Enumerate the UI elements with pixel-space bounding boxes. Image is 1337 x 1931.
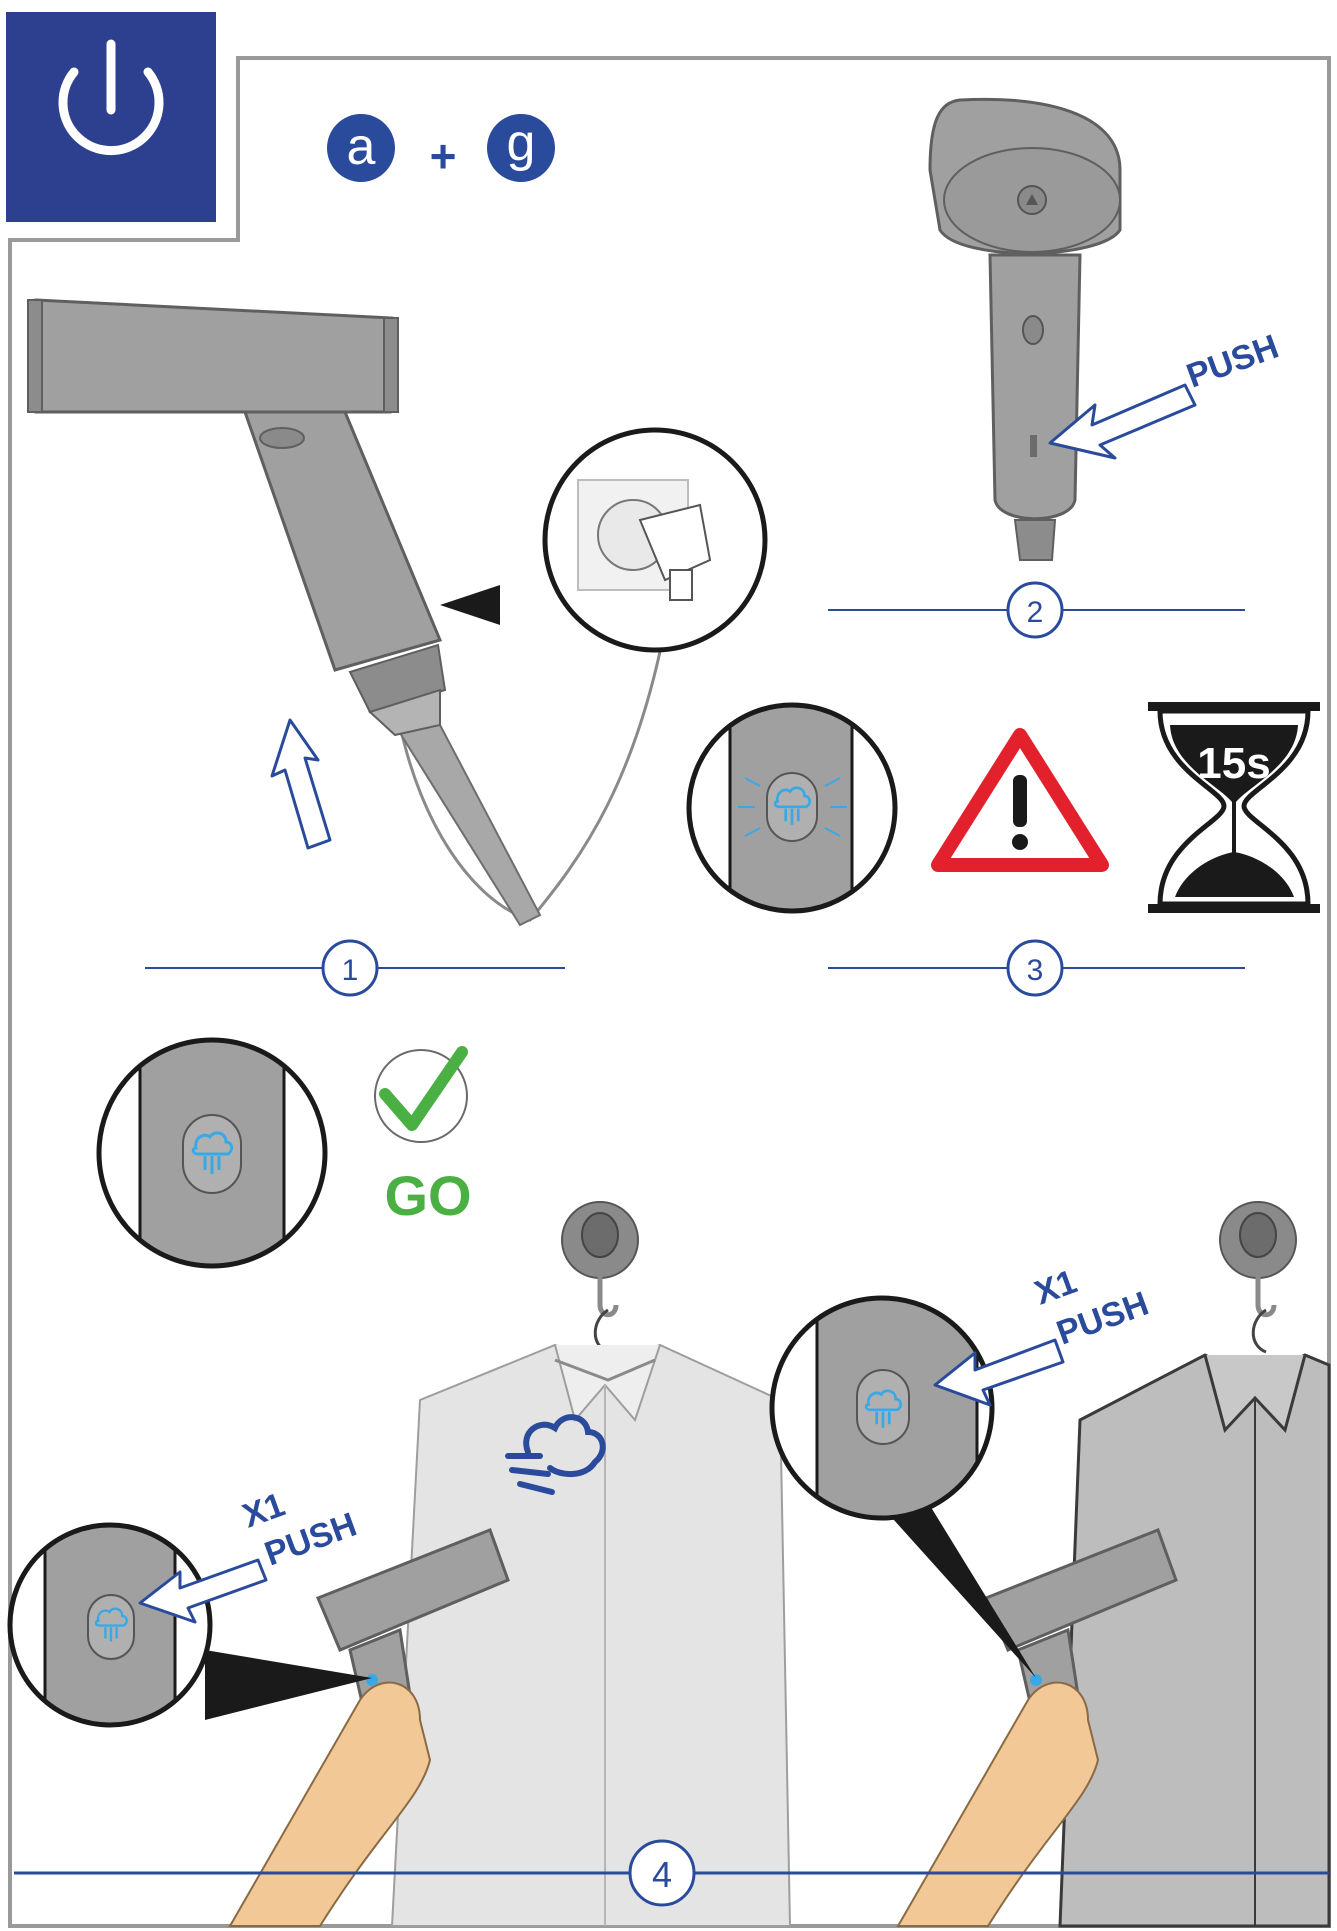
go-label: GO (384, 1164, 471, 1227)
step4-number: 4 (652, 1854, 672, 1895)
wall-socket-plug-icon (440, 430, 765, 650)
accessory-g-label: g (507, 114, 536, 172)
shirt-right (1060, 1355, 1329, 1926)
hourglass-icon (1148, 702, 1320, 913)
step2-push-label: PUSH (1182, 327, 1284, 395)
push-callout-right (772, 1290, 1036, 1678)
warning-triangle-icon (938, 735, 1102, 865)
arrow-up-icon (272, 720, 330, 848)
plus-sign: + (430, 130, 457, 182)
accessory-a-label: a (347, 118, 376, 176)
step2-steamer (930, 99, 1120, 560)
step1-number: 1 (342, 954, 359, 987)
ready-indicator-callout (99, 1035, 325, 1275)
step3-number: 3 (1027, 954, 1044, 987)
power-badge (6, 12, 216, 222)
accessory-g-badge: g (487, 114, 555, 182)
step3-indicator-callout (689, 700, 895, 920)
timer-label: 15s (1197, 739, 1270, 788)
x1-label-left: X1 (238, 1486, 290, 1536)
checkmark-icon (375, 1050, 467, 1142)
x1-label-right: X1 (1030, 1263, 1082, 1313)
accessory-a-badge: a (327, 114, 395, 182)
wall-hook-right (1220, 1202, 1296, 1352)
step2-number: 2 (1027, 596, 1044, 629)
wall-hook-left (562, 1202, 638, 1352)
